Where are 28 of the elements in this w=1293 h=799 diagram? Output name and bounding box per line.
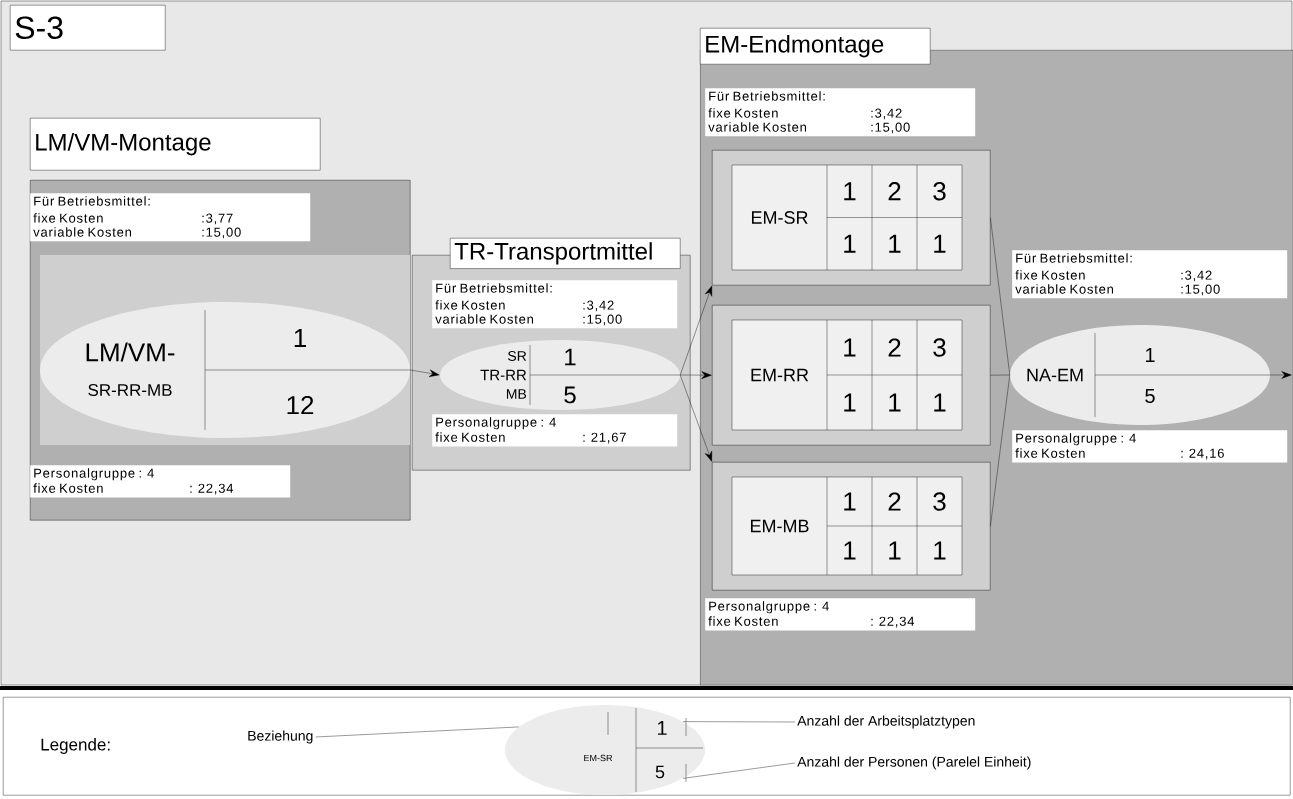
connector-line [990, 374, 1010, 376]
workstation-table: EM-SR 1 2 3 1 1 1 [712, 150, 991, 286]
cost-box: Für Betriebsmittel: fixe Kosten :3,42 variable Kosten :15,00 [705, 88, 976, 137]
node-label: LM/VM-Montage [36, 133, 211, 156]
workstation-table: EM-MB 1 2 3 1 1 1 [712, 462, 991, 591]
cost-box: Für Betriebsmittel: fixe Kosten :3,42 variable Kosten :15,00 [432, 280, 678, 329]
legend-label: Anzahl der Arbeitsplatztypen [797, 715, 975, 729]
connector-line [990, 217, 1010, 376]
legend-heading: Legende: [41, 738, 110, 754]
cost-box: Für Betriebsmittel: fixe Kosten :3,77 variable Kosten :15,00 [30, 193, 311, 242]
cost-box: Für Betriebsmittel: fixe Kosten :3,42 variable Kosten :15,00 [1012, 250, 1288, 299]
arrow [410, 369, 440, 377]
leader-line [315, 726, 520, 738]
cost-box: Personalgruppe : 4 fixe Kosten : 21,67 [432, 414, 678, 447]
cost-box: Personalgruppe : 4 fixe Kosten : 22,34 [705, 598, 976, 631]
workstation-table: EM-RR 1 2 3 1 1 1 [712, 305, 991, 446]
arrow [1270, 371, 1292, 379]
arrow [680, 285, 713, 376]
legend-label: Anzahl der Personen (Parelel Einheit) [797, 756, 1031, 770]
cost-box: Personalgruppe : 4 fixe Kosten : 22,34 [30, 465, 291, 498]
legend-label: Beziehung [248, 730, 313, 744]
arrow [680, 371, 712, 379]
title-box: S-3 [10, 5, 166, 51]
leader-line [682, 721, 796, 723]
cost-box: Personalgruppe : 4 fixe Kosten : 24,16 [1012, 430, 1288, 463]
arrow [680, 374, 712, 462]
leader-line [682, 762, 796, 779]
connector-line [990, 374, 1010, 527]
